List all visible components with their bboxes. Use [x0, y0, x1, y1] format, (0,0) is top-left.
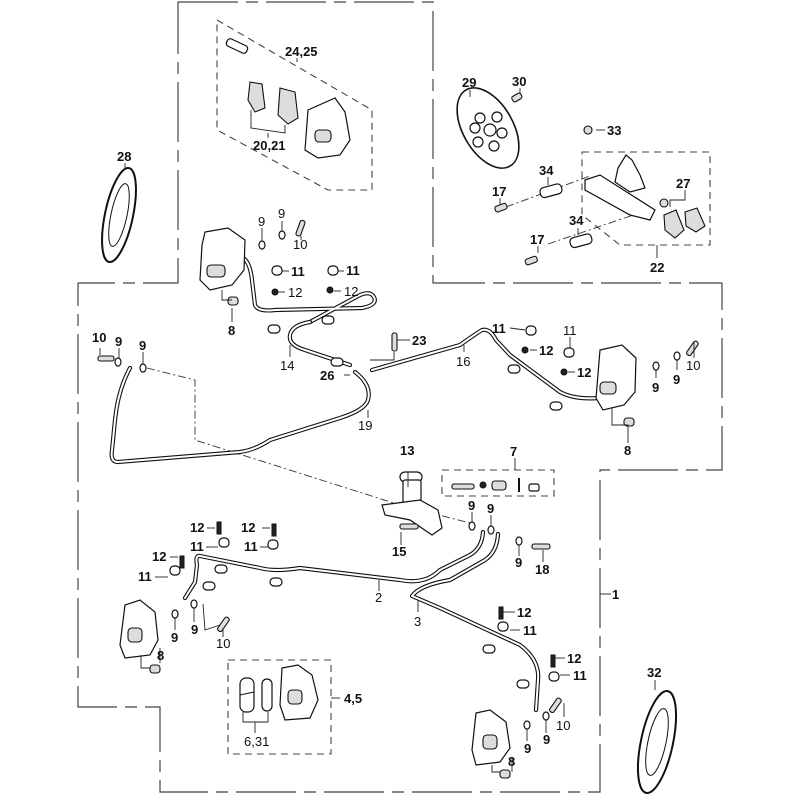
callout-20-21: 20,21 [253, 138, 286, 153]
callout-labels: 24,25 20,21 28 29 30 33 34 34 17 17 27 2… [92, 44, 700, 769]
pad-20-21-a [247, 81, 266, 113]
callout-9-mc-a: 9 [468, 498, 475, 513]
callout-10-ul: 10 [293, 237, 307, 252]
callout-11-ul-a: 11 [291, 264, 305, 279]
callout-9-mc-b: 9 [487, 501, 494, 516]
caliper-upper-left [199, 227, 246, 291]
callout-9-left-b: 9 [139, 338, 146, 353]
callout-23: 23 [412, 333, 426, 348]
callout-15: 15 [392, 544, 406, 559]
callout-9-ul-a: 9 [258, 214, 265, 229]
callout-9-ll-a: 9 [171, 630, 178, 645]
pin-24-25 [225, 38, 249, 54]
callout-10-ll: 10 [216, 636, 230, 651]
callout-28: 28 [117, 149, 131, 164]
brake-disc-28 [101, 166, 137, 264]
callout-8-lr: 8 [508, 754, 515, 769]
callout-8-ul: 8 [228, 323, 235, 338]
rear-disc-29 [456, 87, 520, 169]
callout-10-ur: 10 [686, 358, 700, 373]
callout-34-lower: 34 [569, 213, 584, 228]
callout-33: 33 [607, 123, 621, 138]
callout-12-ll-c: 12 [152, 549, 166, 564]
callout-10-left: 10 [92, 330, 106, 345]
hardware [97, 92, 699, 779]
callout-9-ur-b: 9 [673, 372, 680, 387]
callout-2: 2 [375, 590, 382, 605]
caliper-4-5 [279, 664, 319, 721]
caliper-lower-right [471, 709, 511, 766]
callout-22: 22 [650, 260, 664, 275]
brake-pipes [109, 255, 603, 713]
callout-9-ur-a: 9 [652, 380, 659, 395]
callout-12-lr-a: 12 [517, 605, 531, 620]
rear-pads-27 [663, 207, 706, 239]
kit-box-7 [441, 469, 555, 497]
callout-14: 14 [280, 358, 294, 373]
callout-10-lr: 10 [556, 718, 570, 733]
master-cylinder-13 [381, 471, 443, 536]
callout-11-ul-b: 11 [346, 263, 360, 278]
callout-17-upper: 17 [492, 184, 506, 199]
callout-18: 18 [535, 562, 549, 577]
alignment-line-rear-b [547, 209, 649, 245]
pads-6-31 [239, 677, 273, 713]
callout-12-ll-b: 12 [241, 520, 255, 535]
callout-9-left-a: 9 [115, 334, 122, 349]
callout-9-ul-b: 9 [278, 206, 285, 221]
callout-8-ll: 8 [157, 648, 164, 663]
callout-12-lr-b: 12 [567, 651, 581, 666]
callout-32: 32 [647, 665, 661, 680]
callout-11-lr-b: 11 [573, 668, 587, 683]
callout-29: 29 [462, 75, 476, 90]
callout-12-ur-b: 12 [577, 365, 591, 380]
caliper-lower-left [119, 599, 159, 659]
caliper-right [595, 344, 637, 411]
callout-13: 13 [400, 443, 414, 458]
callout-11-ur-b: 11 [563, 323, 577, 338]
brake-disc-32 [636, 690, 678, 794]
callout-12-ul-a: 12 [288, 285, 302, 300]
callout-17-lower: 17 [530, 232, 544, 247]
callout-30: 30 [512, 74, 526, 89]
callout-12-ur-a: 12 [539, 343, 553, 358]
pipe-2 [182, 529, 486, 601]
callout-9-ll-b: 9 [191, 622, 198, 637]
callout-27: 27 [676, 176, 690, 191]
callout-11-ll-b: 11 [244, 539, 258, 554]
callout-12-ul-b: 12 [344, 284, 358, 299]
assembly-frame [77, 1, 723, 793]
callout-6-31: 6,31 [244, 734, 269, 749]
callout-16: 16 [456, 354, 470, 369]
callout-12-ll-a: 12 [190, 520, 204, 535]
kit-box-4-5 [227, 659, 332, 755]
callout-7: 7 [510, 444, 517, 459]
kit-box-24-25 [216, 19, 373, 191]
callout-34-upper: 34 [539, 163, 554, 178]
callout-9-mc-c: 9 [515, 555, 522, 570]
callout-19: 19 [358, 418, 372, 433]
callout-11-lr-a: 11 [523, 623, 537, 638]
callout-4-5: 4,5 [344, 691, 362, 706]
kit-7-parts [451, 478, 540, 492]
callout-11-ll-c: 11 [138, 569, 152, 584]
callout-24-25: 24,25 [285, 44, 318, 59]
callout-11-ll-a: 11 [190, 539, 204, 554]
callout-9-lr-a: 9 [524, 741, 531, 756]
callout-26: 26 [320, 368, 334, 383]
kit-box-22 [581, 151, 711, 246]
caliper-24-25 [304, 97, 351, 159]
rear-caliper-22 [584, 154, 656, 221]
pad-20-21-b [277, 87, 299, 125]
callout-11-ur-a: 11 [492, 321, 506, 336]
callout-3: 3 [414, 614, 421, 629]
callout-8-ur: 8 [624, 443, 631, 458]
callout-1: 1 [612, 587, 619, 602]
callout-9-lr-b: 9 [543, 732, 550, 747]
leader-lines [99, 58, 695, 773]
